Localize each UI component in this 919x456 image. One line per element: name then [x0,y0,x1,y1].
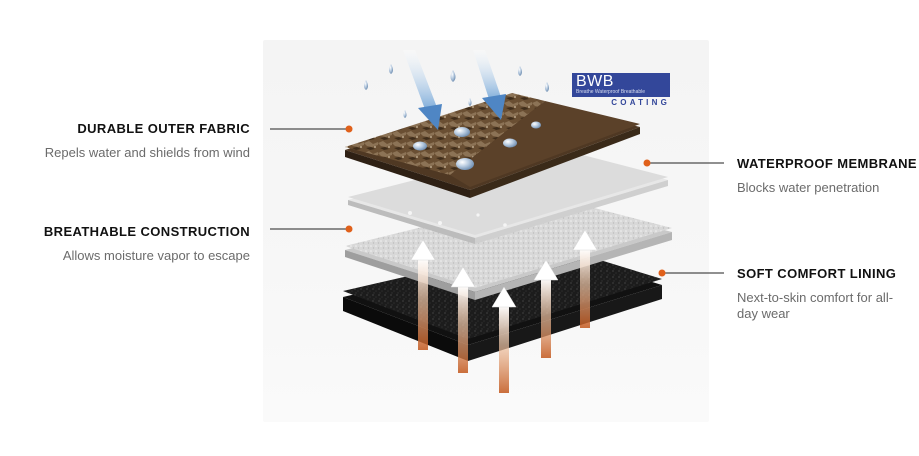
raindrop-icon [450,70,456,82]
coating-label: COATING [611,98,670,107]
marker-dot [658,269,666,277]
raindrop-icon [364,80,368,90]
rain-arrows [403,50,506,130]
vapor-arrows [410,229,598,393]
raindrop-icon [389,64,393,74]
bwb-logo-text: BWB [576,73,614,90]
leader-membrane [643,159,724,167]
lining-callout: SOFT COMFORT LINING Next-to-skin comfort… [737,266,907,322]
lining-description: Next-to-skin comfort for all-day wear [737,290,894,321]
breathable-description: Allows moisture vapor to escape [62,248,250,263]
membrane-description: Blocks water penetration [737,180,880,195]
vapor-arrow-icon [410,239,436,350]
outer-fabric-layer [345,93,640,198]
raindrop-icon [545,82,549,92]
bwb-tagline: Breathe Waterproof Breathable [576,89,646,95]
breathable-title: BREATHABLE CONSTRUCTION [43,224,250,239]
rain-arrow-icon [473,50,506,120]
bead-icon [456,158,474,170]
bead-icon [503,138,517,148]
marker-dot [345,225,353,233]
outer-fabric-description: Repels water and shields from wind [44,145,250,160]
vapor-arrow-icon [491,286,517,393]
raindrops [364,64,549,170]
raindrop-icon [403,110,407,118]
lining-title: SOFT COMFORT LINING [737,266,897,281]
bead-icon [531,121,541,129]
membrane-callout: WATERPROOF MEMBRANE Blocks water penetra… [737,156,917,196]
raindrop-icon [468,98,472,106]
vapor-arrow-icon [572,229,598,328]
outer-fabric-callout: DURABLE OUTER FABRIC Repels water and sh… [45,121,250,161]
membrane-title: WATERPROOF MEMBRANE [737,156,917,171]
leader-breathable [270,225,353,233]
rain-arrow-icon [403,50,442,130]
raindrop-icon [518,66,522,76]
leader-outer [270,125,353,133]
leader-lining [658,269,724,277]
breathable-callout: BREATHABLE CONSTRUCTION Allows moisture … [44,224,250,264]
vapor-arrow-icon [450,266,476,373]
bead-icon [413,141,427,151]
bwb-coating-badge: BWB Breathe Waterproof Breathable COATIN… [572,73,670,107]
vapor-arrow-icon [533,259,559,358]
bead-icon [454,127,470,137]
marker-dot [345,125,353,133]
outer-fabric-title: DURABLE OUTER FABRIC [77,121,250,136]
bwb-logo: BWB Breathe Waterproof Breathable [572,73,670,97]
marker-dot [643,159,651,167]
membrane-layer [348,146,668,244]
